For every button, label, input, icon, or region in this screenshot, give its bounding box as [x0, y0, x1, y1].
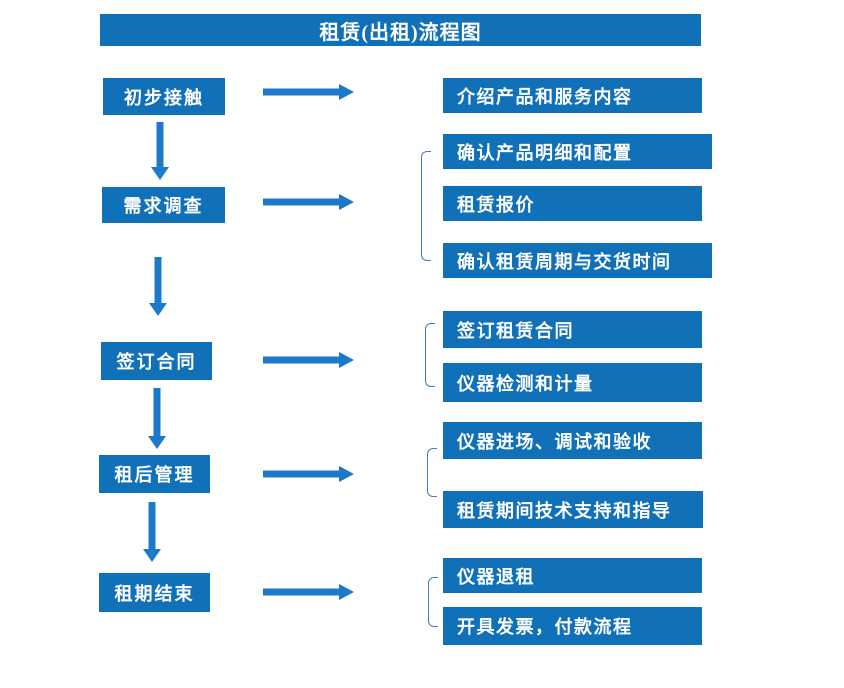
- detail-box-confirm-product-details: 确认产品明细和配置: [443, 134, 712, 169]
- bracket-group-rental-end: [428, 577, 438, 627]
- arrow-shaft: [263, 470, 340, 478]
- step-box-post-rental-management: 租后管理: [99, 455, 210, 493]
- arrow-right-1: [263, 84, 354, 100]
- arrow-down-3: [148, 388, 166, 449]
- arrow-head-down-icon: [151, 167, 169, 180]
- arrow-head-right-icon: [339, 194, 354, 210]
- arrow-head-down-icon: [143, 549, 161, 562]
- step-box-rental-end: 租期结束: [99, 573, 210, 612]
- detail-box-instrument-setup: 仪器进场、调试和验收: [443, 422, 702, 459]
- arrow-shaft: [153, 388, 161, 437]
- arrow-head-right-icon: [339, 584, 354, 600]
- step-box-initial-contact: 初步接触: [103, 78, 225, 115]
- arrow-shaft: [263, 198, 340, 206]
- detail-box-instrument-return: 仪器退租: [443, 558, 702, 593]
- arrow-head-right-icon: [339, 466, 354, 482]
- arrow-right-3: [263, 352, 354, 368]
- arrow-down-1: [151, 122, 169, 180]
- arrow-head-down-icon: [148, 436, 166, 449]
- detail-box-introduce-products: 介绍产品和服务内容: [443, 78, 702, 113]
- arrow-shaft: [154, 257, 162, 304]
- detail-box-technical-support: 租赁期间技术支持和指导: [443, 491, 703, 528]
- arrow-shaft: [148, 502, 156, 550]
- chart-title: 租赁(出租)流程图: [100, 14, 701, 46]
- arrow-head-down-icon: [149, 303, 167, 316]
- arrow-right-4: [263, 466, 354, 482]
- detail-box-invoice-payment: 开具发票，付款流程: [443, 607, 702, 645]
- detail-box-rental-quote: 租赁报价: [443, 186, 702, 221]
- bracket-group-demand-survey: [421, 151, 431, 261]
- arrow-head-right-icon: [339, 84, 354, 100]
- arrow-down-4: [143, 502, 161, 562]
- bracket-group-sign-contract: [425, 323, 435, 387]
- bracket-group-post-rental: [427, 448, 437, 497]
- arrow-shaft: [263, 356, 340, 364]
- arrow-shaft: [156, 122, 164, 168]
- step-box-demand-survey: 需求调查: [102, 187, 225, 223]
- detail-box-confirm-rental-period: 确认租赁周期与交货时间: [443, 243, 712, 278]
- detail-box-sign-rental-contract: 签订租赁合同: [443, 311, 702, 348]
- arrow-head-right-icon: [339, 352, 354, 368]
- detail-box-instrument-testing: 仪器检测和计量: [443, 363, 702, 402]
- step-box-sign-contract: 签订合同: [101, 342, 212, 380]
- arrow-shaft: [263, 588, 340, 596]
- arrow-shaft: [263, 88, 340, 96]
- arrow-right-2: [263, 194, 354, 210]
- arrow-right-5: [263, 584, 354, 600]
- arrow-down-2: [149, 257, 167, 316]
